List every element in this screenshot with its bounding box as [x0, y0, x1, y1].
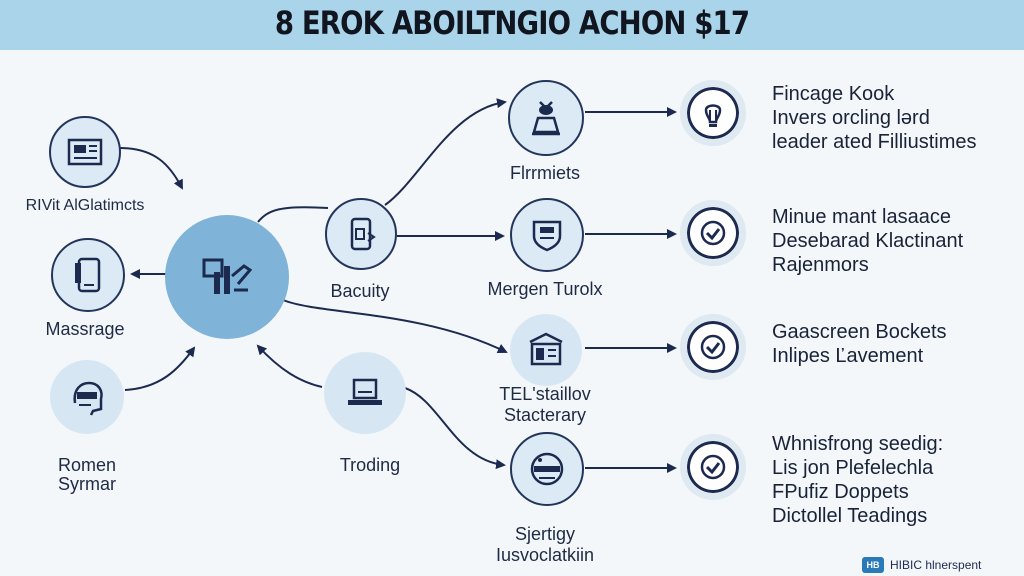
right-node-shield[interactable]	[510, 198, 584, 272]
connector-left-top	[119, 147, 183, 190]
page-title: 8 EROK ABOILTNGIO ACHON $17	[274, 4, 750, 42]
outcome-desc-1-line-1: Fincage Kook	[772, 83, 895, 105]
right-node-label-4: Sjertigy Iusvoclatkiin	[470, 524, 620, 565]
right-node-label-3: TEL'staillov Stacterary	[470, 384, 620, 425]
outcome-node-bulb[interactable]	[680, 80, 746, 146]
outcome-desc-1-line-3: leader ated Filliustimes	[772, 131, 977, 153]
left-node-label-3: Romen Syrmar	[22, 456, 152, 494]
phone-icon	[350, 217, 376, 251]
left-node-label-2: Massrage	[45, 319, 125, 339]
check-icon	[700, 334, 726, 360]
outcome-node-check-1[interactable]	[680, 200, 746, 266]
right-node-label-3-text: TEL'staillov Stacterary	[499, 384, 591, 425]
connector-hub-to-bacuity	[257, 206, 329, 223]
outcome-desc-2: Minue mant lasaace Desebarad Klactinant …	[772, 205, 963, 277]
laptop-icon	[348, 378, 382, 405]
outcome-desc-4-line-3: FPufiz Doppets	[772, 481, 909, 503]
right-node-label-4-text: Sjertigy Iusvoclatkiin	[495, 524, 595, 565]
left-node-face[interactable]	[50, 360, 124, 434]
mid-node-laptop[interactable]	[324, 352, 406, 434]
face-icon	[73, 381, 103, 416]
outcome-desc-2-line-1: Minue mant lasaace	[772, 206, 951, 228]
connector-left-bottom	[124, 346, 196, 391]
outcome-desc-4-line-2: Lis jon Plefelechla	[772, 457, 934, 479]
left-node-label-3-text: Romen Syrmar	[57, 455, 117, 494]
connector-troding-to-hub	[256, 344, 323, 388]
check-icon	[700, 454, 726, 480]
building-icon	[529, 332, 563, 366]
bulb-icon	[704, 104, 722, 127]
outcome-desc-2-line-3: Rajenmors	[772, 254, 869, 276]
outcome-desc-3-line-2: Inlipes Ľavement	[772, 345, 924, 367]
document-icon	[67, 138, 103, 166]
check-icon	[700, 220, 726, 246]
left-node-document[interactable]	[49, 116, 121, 188]
right-node-building[interactable]	[510, 314, 582, 386]
mid-node-phone[interactable]	[325, 198, 397, 270]
left-node-tablet[interactable]	[51, 238, 125, 312]
left-node-label-1: RIVit AlGlatimcts	[25, 197, 145, 214]
outcome-desc-3-line-1: Gaascreen Bockets	[772, 321, 947, 343]
mid-node-label-1: Bacuity	[330, 281, 390, 301]
right-node-gauge[interactable]	[510, 432, 584, 506]
mid-node-label-2: Troding	[339, 455, 401, 475]
brand-logo-icon: HB	[862, 557, 884, 573]
outcome-desc-2-line-2: Desebarad Klactinant	[772, 230, 964, 252]
outcome-node-check-3[interactable]	[680, 434, 746, 500]
shield-icon	[532, 220, 562, 252]
brand-mark: HB HIBIC hlnerspent	[862, 556, 981, 574]
connector-hub-to-flrrmiets	[384, 98, 507, 206]
outcome-desc-4: Whnisfrong seedig: Lis jon Plefelechla F…	[772, 432, 943, 528]
title-banner	[0, 0, 1024, 50]
hand-chart-icon	[202, 258, 253, 294]
outcome-desc-3: Gaascreen Bockets Inlipes Ľavement	[772, 320, 947, 368]
flask-icon	[532, 101, 560, 136]
outcome-node-check-2[interactable]	[680, 314, 746, 380]
gauge-icon	[530, 452, 564, 486]
hub-node[interactable]	[165, 215, 289, 339]
brand-text: HIBIC hlnerspent	[890, 558, 982, 572]
connector-troding-to-sjertigy	[404, 387, 506, 470]
tablet-icon	[75, 257, 101, 293]
right-node-label-1: Flrrmiets	[510, 163, 580, 183]
right-node-label-2: Mergen Turolx	[487, 279, 603, 299]
right-node-flask[interactable]	[508, 80, 584, 156]
outcome-desc-4-line-4: Dictollel Teadings	[772, 505, 928, 527]
connector-hub-to-tel	[282, 299, 508, 353]
outcome-desc-4-line-1: Whnisfrong seedig:	[772, 433, 944, 455]
outcome-desc-1-line-2: Invers orcling lərd	[772, 107, 930, 129]
outcome-desc-1: Fincage Kook Invers orcling lərd leader …	[772, 82, 977, 154]
